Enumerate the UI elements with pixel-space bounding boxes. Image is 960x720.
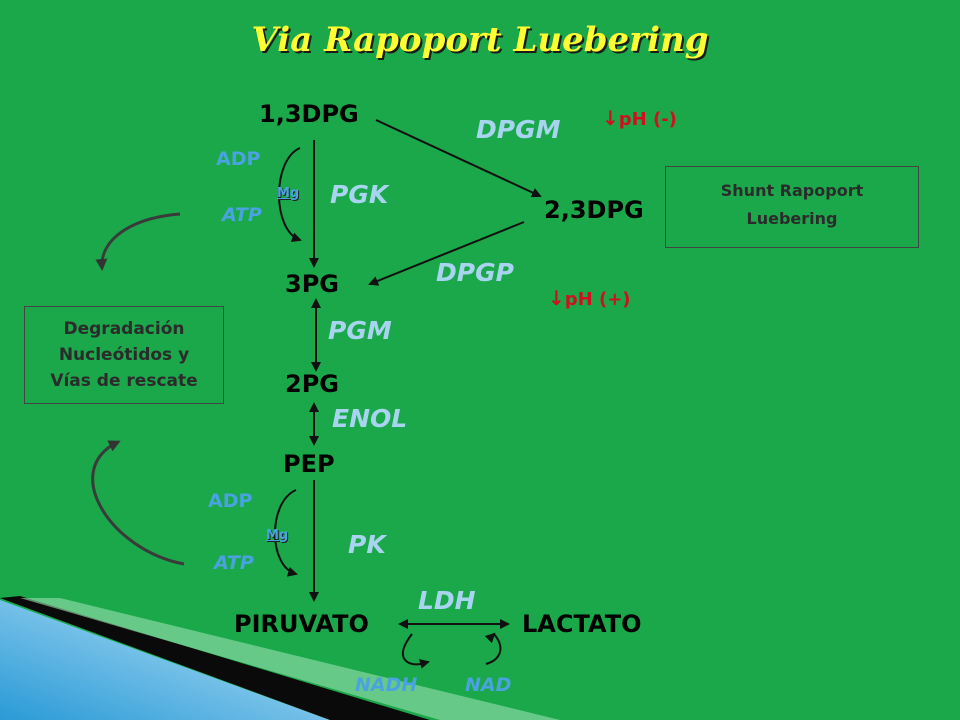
arrow-adp-atp-1	[278, 147, 302, 242]
degradation-box-line-1: Degradación	[63, 319, 185, 339]
arrow-23dpg-3pg	[368, 221, 525, 286]
shunt-box-line-2: Luebering	[746, 209, 838, 228]
cofactor-nadh: NADH	[355, 674, 418, 696]
metabolite-23dpg: 2,3DPG	[544, 196, 644, 224]
arrow-atp-to-degradation	[95, 212, 181, 271]
cofactor-nad: NAD	[465, 674, 512, 696]
down-arrow-icon: ↓	[602, 106, 619, 130]
degradation-box-line-2: Nucleótidos y	[58, 345, 190, 365]
metabolite-pep: PEP	[283, 450, 335, 478]
enzyme-pk: PK	[348, 530, 386, 559]
enzyme-ldh: LDH	[418, 586, 476, 615]
ph-annotation-1: ↓pH (-)	[602, 106, 677, 130]
arrow-13dpg-23dpg	[375, 119, 542, 198]
cofactor-mg-1: Mg	[277, 186, 300, 201]
metabolite-2pg: 2PG	[285, 370, 339, 398]
arrow-nadh-nad	[402, 633, 502, 666]
degradation-box: Degradación Nucleótidos y Vías de rescat…	[24, 306, 224, 404]
shunt-box-line-1: Shunt Rapoport	[720, 181, 864, 200]
shunt-box: Shunt Rapoport Luebering	[665, 166, 919, 248]
cofactor-adp-1: ADP	[216, 148, 261, 170]
degradation-box-line-3: Vías de rescate	[50, 371, 198, 391]
cofactor-atp-1: ATP	[222, 204, 262, 226]
enzyme-enol: ENOL	[332, 404, 408, 433]
metabolite-3pg: 3PG	[285, 270, 339, 298]
enzyme-pgk: PGK	[330, 180, 389, 209]
metabolite-piruvato: PIRUVATO	[234, 610, 369, 638]
cofactor-atp-2: ATP	[214, 552, 254, 574]
arrow-degradation-to-atp	[91, 440, 185, 566]
metabolite-lactato: LACTATO	[522, 610, 642, 638]
enzyme-pgm: PGM	[328, 316, 392, 345]
cofactor-adp-2: ADP	[208, 490, 253, 512]
enzyme-dpgp: DPGP	[436, 258, 514, 287]
metabolite-13dpg: 1,3DPG	[259, 100, 359, 128]
enzyme-dpgm: DPGM	[476, 115, 561, 144]
cofactor-mg-2: Mg	[266, 528, 289, 543]
ph-annotation-2: ↓pH (+)	[548, 286, 631, 310]
down-arrow-icon: ↓	[548, 286, 565, 310]
corner-decoration	[0, 600, 330, 720]
page-title: Via Rapoport Luebering	[251, 20, 709, 60]
arrow-adp-atp-2	[274, 489, 298, 577]
